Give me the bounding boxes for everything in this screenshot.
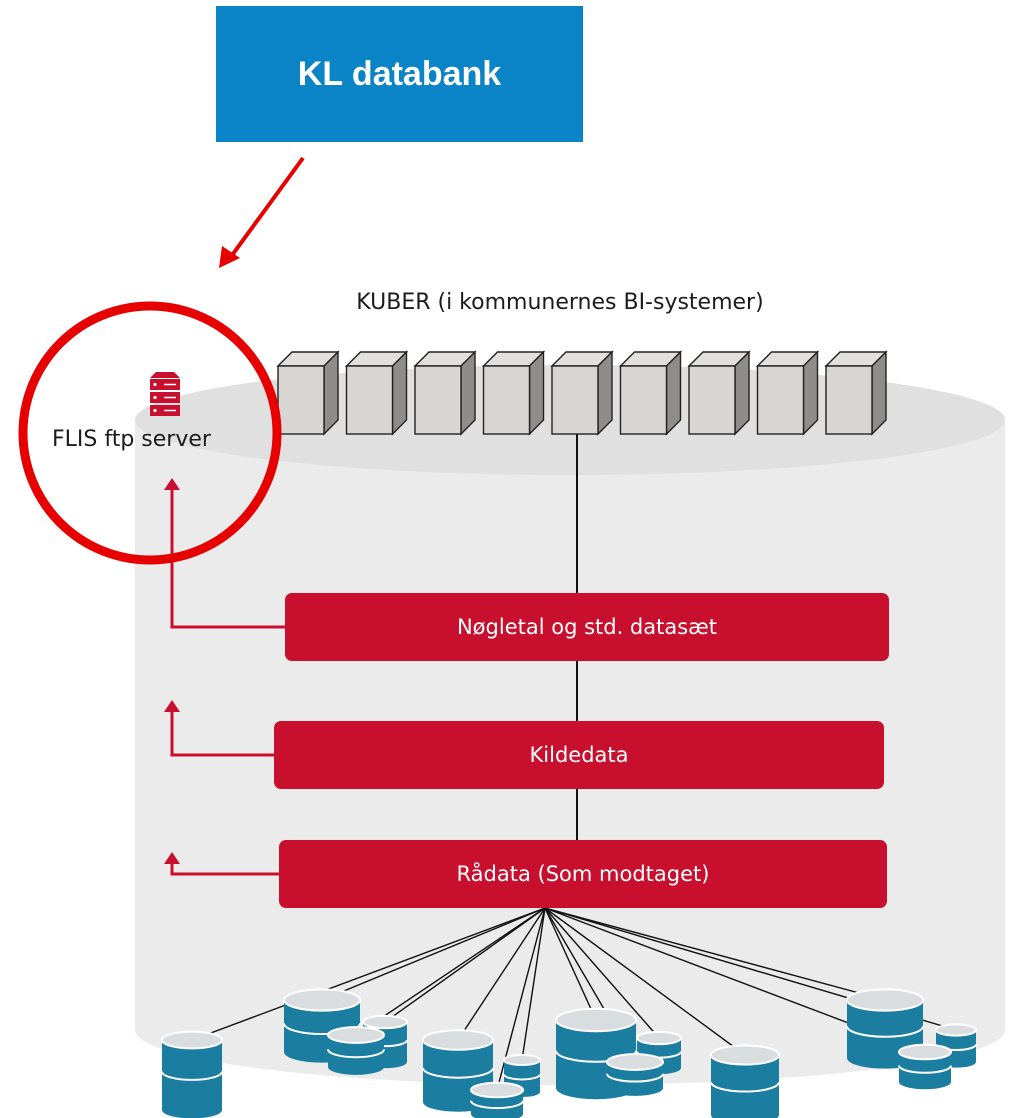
kl-databank-banner: KL databank bbox=[216, 6, 583, 142]
layer-kildedata: Kildedata bbox=[274, 721, 884, 789]
database-icon bbox=[470, 1081, 524, 1118]
server-label: FLIS ftp server bbox=[52, 427, 211, 452]
feed-arrow-noegletal bbox=[170, 488, 285, 629]
cube-icon bbox=[481, 350, 546, 436]
cube-icon bbox=[413, 350, 477, 436]
feed-arrow-head-2 bbox=[164, 700, 180, 712]
feed-arrow-head-1 bbox=[164, 478, 180, 490]
server-icon bbox=[150, 372, 180, 416]
layer-raadata: Rådata (Som modtaget) bbox=[279, 840, 887, 908]
layer-noegletal: Nøgletal og std. datasæt bbox=[285, 593, 889, 661]
cube-icon bbox=[344, 350, 409, 436]
layer-label: Kildedata bbox=[529, 743, 629, 767]
cube-icon bbox=[550, 350, 614, 436]
database-icon bbox=[327, 1026, 385, 1075]
layer-label: Nøgletal og std. datasæt bbox=[456, 615, 718, 639]
layer-label: Rådata (Som modtaget) bbox=[456, 862, 710, 886]
database-icon bbox=[898, 1043, 952, 1090]
banner-label: KL databank bbox=[297, 54, 502, 93]
feed-arrow-kildedata bbox=[170, 710, 274, 757]
database-icon bbox=[161, 1030, 223, 1118]
highlight-circle bbox=[18, 301, 282, 565]
banner-pointer-arrow bbox=[227, 156, 305, 263]
cube-icon bbox=[687, 350, 751, 436]
cube-row bbox=[276, 350, 888, 436]
cube-icon bbox=[755, 350, 820, 436]
database-icon bbox=[606, 1053, 664, 1096]
cube-icon bbox=[618, 350, 683, 436]
database-icon bbox=[710, 1044, 780, 1118]
feed-arrow-head-3 bbox=[164, 852, 180, 864]
feed-arrows bbox=[164, 478, 285, 876]
cube-icon bbox=[824, 350, 888, 436]
cubes-title: KUBER (i kommunernes BI-systemer) bbox=[356, 290, 764, 315]
feed-arrow-raadata bbox=[170, 862, 279, 876]
source-databases bbox=[161, 988, 977, 1118]
banner-pointer-arrowhead bbox=[219, 246, 240, 268]
cube-icon bbox=[276, 350, 340, 436]
